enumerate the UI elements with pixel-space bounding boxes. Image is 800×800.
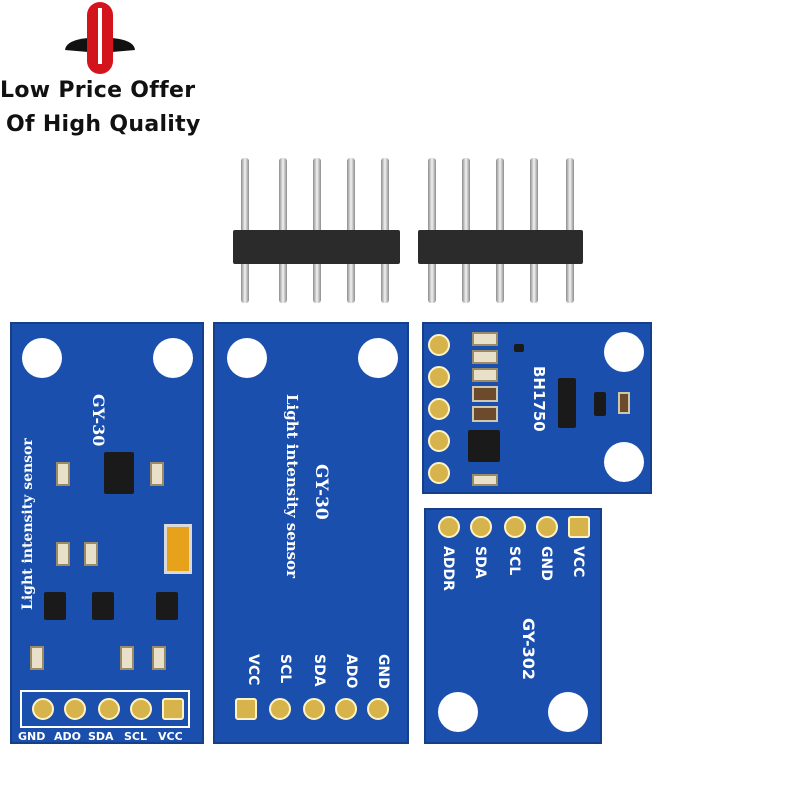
pin-label-vcc: VCC [158,730,183,743]
pin-label-sda: SDA [88,730,114,743]
pin-label-addr: ADDR [440,546,456,591]
rocket-logo [65,2,135,74]
gy302-board: ADDR SDA SCL GND VCC GY-302 [424,508,602,744]
gy30-board-left: GY-30 Light intensity sensor GND ADO SDA… [10,322,204,744]
pin-label-vcc: VCC [245,654,261,686]
pin-label-scl: SCL [506,546,522,576]
banner-line-1: Low Price Offer [0,78,196,103]
bh1750-board: BH1750 [422,322,652,494]
pin-label-scl: SCL [124,730,148,743]
board-model-label: GY-30 [311,464,331,520]
board-model-label: GY-30 [89,394,108,447]
board-desc-label: Light intensity sensor [283,394,301,579]
brand-banner: Low Price Offer Of High Quality [0,0,230,150]
gy30-board-middle: Light intensity sensor GY-30 VCC SCL SDA… [213,322,409,744]
tantalum-capacitor [164,524,192,574]
pin-label-ado: ADO [343,654,359,689]
banner-line-2: Of High Quality [6,112,201,137]
sensor-chip [104,452,134,494]
pin-label-sda: SDA [311,654,327,687]
pin-label-gnd: GND [538,546,554,581]
chip-label: BH1750 [530,366,548,432]
pin-label-scl: SCL [277,654,293,684]
pin-label-sda: SDA [472,546,488,579]
pin-label-ado: ADO [54,730,81,743]
pin-label-gnd: GND [18,730,46,743]
pin-label-vcc: VCC [570,546,586,578]
pin-label-gnd: GND [375,654,391,689]
board-desc-label: Light intensity sensor [20,438,36,610]
board-model-label: GY-302 [519,618,538,681]
bh1750-chip [558,378,576,428]
